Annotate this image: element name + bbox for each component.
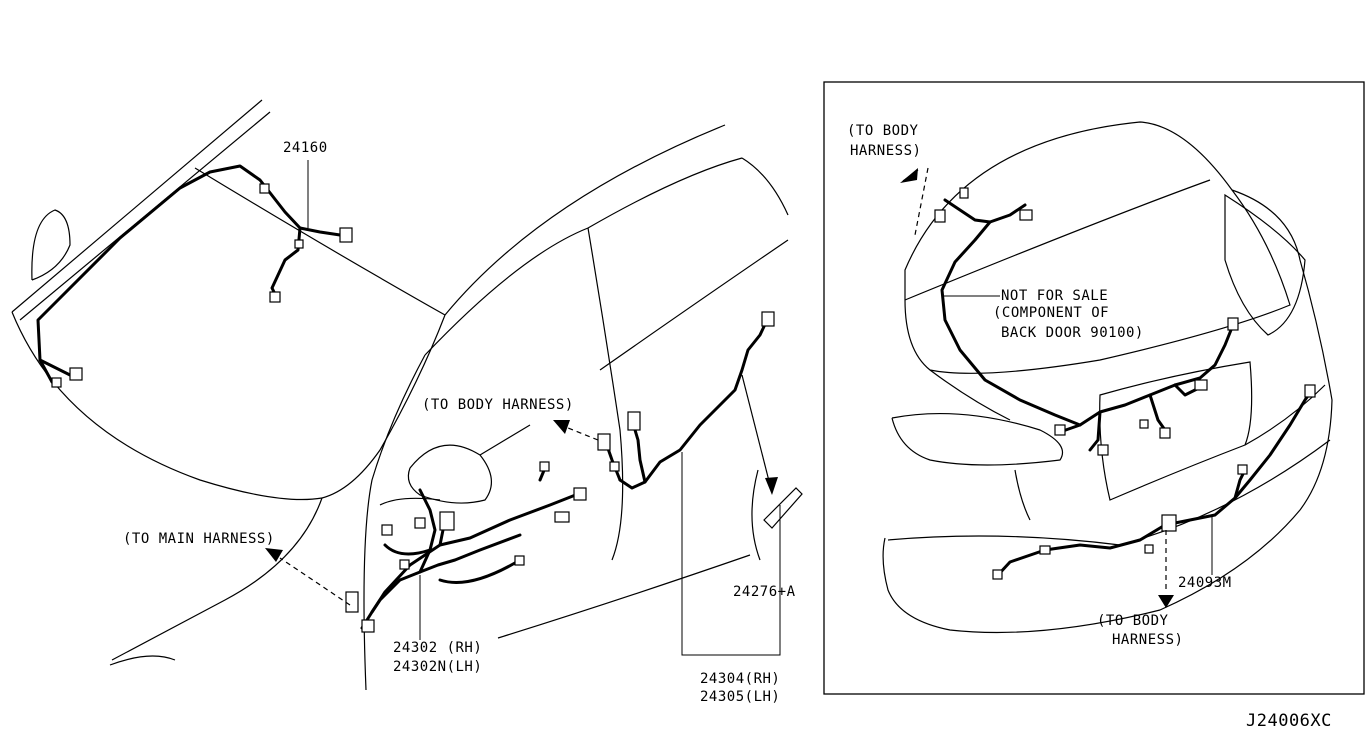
harness-24160: [36, 164, 353, 388]
harness-back-door-90100: [934, 187, 1239, 456]
back-door-outline: [882, 121, 1333, 634]
vehicle-body-outline: [11, 99, 789, 691]
harness-24302: [345, 461, 587, 633]
inset-bottom-arrow-icon: [1158, 595, 1174, 608]
inset-frame: [823, 81, 1365, 695]
inset-top-arrow-shaft: [902, 169, 919, 182]
label-24276a: 24276+A: [733, 584, 796, 600]
label-inset-to-body-top-1: (TO BODY: [847, 123, 919, 139]
label-component-of: (COMPONENT OF: [993, 305, 1109, 321]
to-main-harness-arrow-icon: [265, 548, 283, 562]
to-main-harness-dashed-line: [279, 557, 351, 606]
to-body-harness-dashed-line: [567, 427, 599, 441]
inset-top-dashed-line: [914, 167, 929, 236]
label-inset-to-body-bottom-1: (TO BODY: [1097, 613, 1169, 629]
arrow-head-24276-icon: [765, 477, 778, 495]
label-back-door-90100: BACK DOOR 90100): [1001, 325, 1144, 341]
label-24302n-lh: 24302N(LH): [393, 659, 482, 675]
label-24304-rh: 24304(RH): [700, 671, 780, 687]
label-inset-to-body-bottom-2: HARNESS): [1112, 632, 1183, 648]
clip-24276-icon: [763, 487, 803, 529]
label-to-body-harness-left: (TO BODY HARNESS): [422, 397, 574, 413]
label-24160: 24160: [283, 140, 328, 156]
inset-top-arrow-icon: [900, 168, 918, 183]
harness-24304: [597, 311, 775, 490]
to-body-harness-arrow-icon: [553, 420, 570, 434]
label-inset-to-body-top-2: HARNESS): [850, 143, 921, 159]
label-24093m: 24093M: [1178, 575, 1232, 591]
diagram-code: J24006XC: [1246, 711, 1332, 731]
harness-24093m: [992, 384, 1316, 580]
leader-24304: [681, 452, 781, 656]
label-not-for-sale: NOT FOR SALE: [1001, 288, 1108, 304]
label-24305-lh: 24305(LH): [700, 689, 780, 705]
label-24302-rh: 24302 (RH): [393, 640, 482, 656]
arrow-line-24276: [741, 374, 771, 486]
label-to-main-harness: (TO MAIN HARNESS): [123, 531, 275, 547]
